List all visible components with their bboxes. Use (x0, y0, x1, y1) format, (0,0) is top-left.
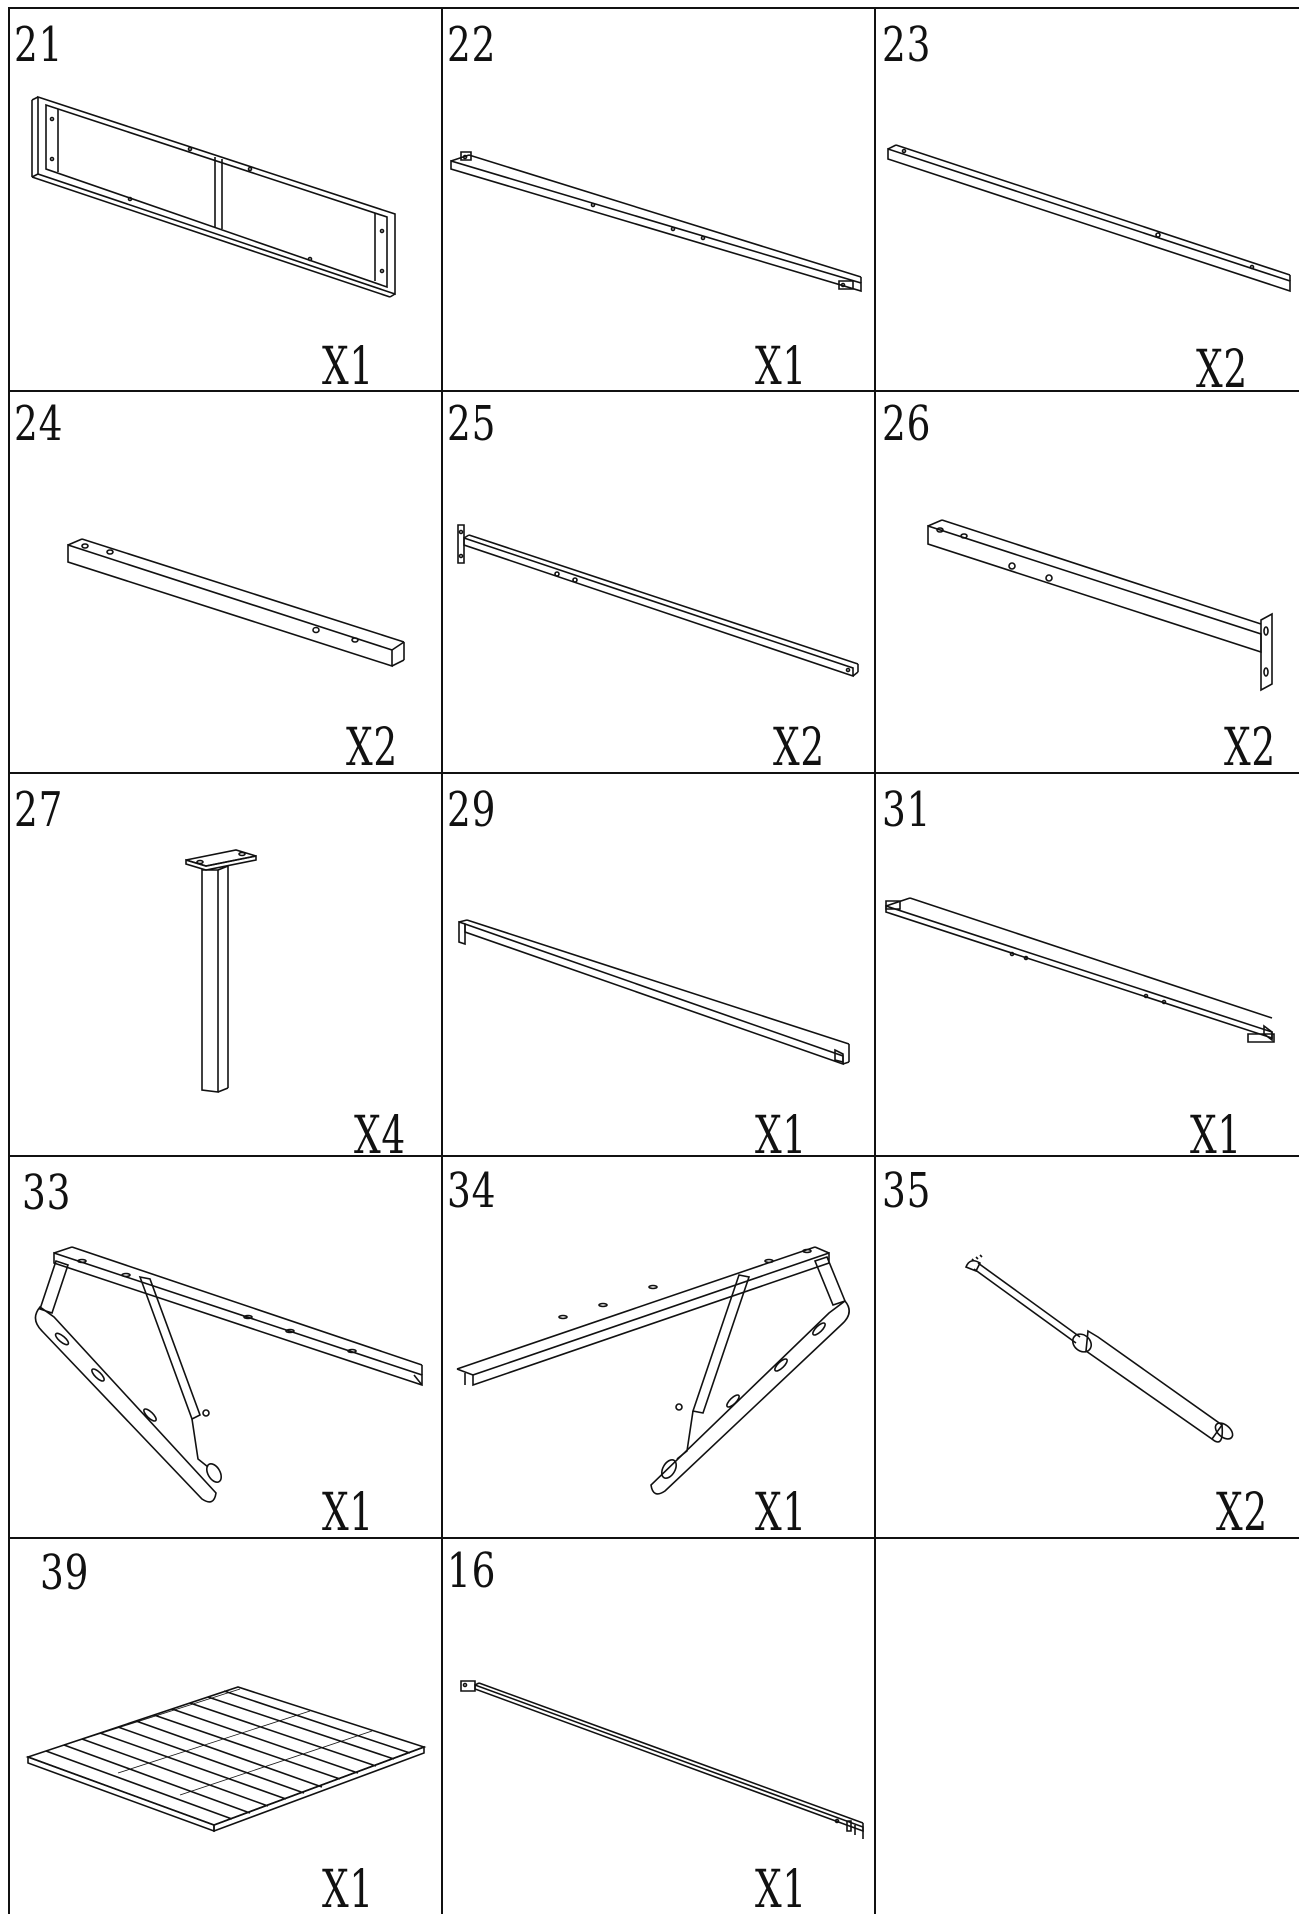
long-rail-with-brackets-icon (443, 9, 874, 390)
grid-col-divider-1 (441, 7, 443, 1914)
quantity-label: X1 (322, 1483, 374, 1537)
grid-col-divider-2 (874, 7, 876, 1914)
quantity-label: X2 (1216, 1483, 1268, 1537)
part-number: 34 (447, 1163, 497, 1219)
part-number: 26 (882, 396, 932, 452)
part-cell-31: 31 X1 (876, 774, 1299, 1155)
quantity-label: X1 (755, 1860, 807, 1914)
grid-row-divider-2 (8, 772, 1299, 774)
thin-rail-with-brackets-icon (876, 774, 1299, 1155)
quantity-label: X2 (1196, 340, 1248, 390)
quantity-label: X2 (1224, 718, 1276, 772)
quantity-label: X1 (322, 1860, 374, 1914)
part-number: 39 (40, 1545, 90, 1601)
part-cell-24: 24 X2 (10, 392, 441, 772)
quantity-label: X4 (354, 1106, 406, 1155)
part-cell-25: 25 X2 (443, 392, 874, 772)
part-number: 21 (14, 17, 64, 73)
part-number: 29 (447, 782, 497, 838)
quantity-label: X1 (755, 1483, 807, 1537)
quantity-label: X1 (322, 337, 374, 390)
grid-row-divider-3 (8, 1155, 1299, 1157)
thick-square-beam-icon (10, 392, 441, 772)
part-cell-22: 22 X1 (443, 9, 874, 390)
empty-cell (876, 1539, 1299, 1914)
quantity-label: X2 (346, 718, 398, 772)
angle-rail-icon (443, 774, 874, 1155)
grid-row-divider-4 (8, 1537, 1299, 1539)
rectangular-frame-panel-icon (10, 9, 441, 390)
part-number: 33 (22, 1165, 72, 1221)
square-tube-bar-icon (876, 9, 1299, 390)
rail-with-end-plate-icon (443, 392, 874, 772)
beam-with-mounting-plate-icon (876, 392, 1299, 772)
part-cell-21: 21 X1 (10, 9, 441, 390)
part-cell-23: 23 X2 (876, 9, 1299, 390)
quantity-label: X2 (773, 718, 825, 772)
part-cell-34: 34 X1 (443, 1157, 874, 1537)
thin-rod-with-tabs-icon (443, 1539, 874, 1914)
part-cell-33: 33 X1 (10, 1157, 441, 1537)
part-cell-35: 35 X2 (876, 1157, 1299, 1537)
part-cell-29: 29 X1 (443, 774, 874, 1155)
grid-row-divider-1 (8, 390, 1299, 392)
part-number: 22 (447, 17, 497, 73)
part-number: 25 (447, 396, 497, 452)
quantity-label: X1 (1190, 1106, 1242, 1155)
part-cell-27: 27 X4 (10, 774, 441, 1155)
grid-border-left (8, 7, 10, 1914)
part-cell-39: 39 X1 (10, 1539, 441, 1914)
part-cell-26: 26 X2 (876, 392, 1299, 772)
part-number: 24 (14, 396, 64, 452)
part-number: 31 (882, 782, 932, 838)
gas-strut-icon (876, 1157, 1299, 1537)
part-cell-16: 16 X1 (443, 1539, 874, 1914)
support-leg-with-top-plate-icon (10, 774, 441, 1155)
quantity-label: X1 (755, 337, 807, 390)
right-lift-mechanism-icon (443, 1157, 874, 1537)
part-number: 35 (882, 1163, 932, 1219)
part-number: 23 (882, 17, 932, 73)
part-number: 16 (447, 1543, 497, 1599)
grid-border-top (8, 7, 1299, 9)
quantity-label: X1 (755, 1106, 807, 1155)
left-lift-mechanism-icon (10, 1157, 441, 1537)
slatted-platform-icon (10, 1539, 441, 1914)
part-number: 27 (14, 782, 64, 838)
